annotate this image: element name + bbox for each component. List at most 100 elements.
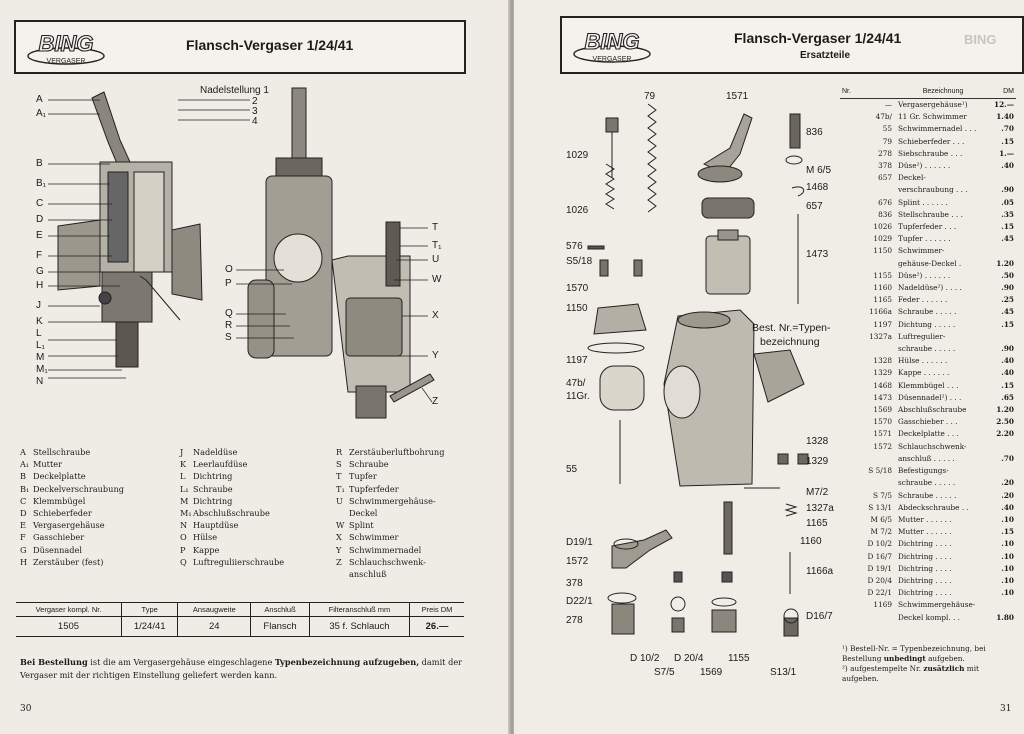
part-description: Kappe . . . . . . <box>898 368 950 378</box>
table-row: schraube . . . . ..20 <box>840 477 1016 489</box>
table-row: —Vergasergehäuse¹)12.— <box>840 99 1016 112</box>
part-label: 1468 <box>806 182 829 193</box>
part-price: .20 <box>1001 490 1014 500</box>
page-number: 31 <box>1000 704 1012 714</box>
col-header: Preis DM <box>409 602 464 617</box>
part-price: .15 <box>1001 222 1014 232</box>
part-price <box>990 331 1016 343</box>
logo-word: BING <box>39 31 94 56</box>
col-header: Filteranschluß mm <box>308 602 410 617</box>
col-header: Bezeichnung <box>896 86 990 99</box>
part-number: 1570 <box>873 417 892 427</box>
part-price: .90 <box>1001 344 1014 354</box>
part-number: 1160 <box>873 283 892 293</box>
table-row: anschluß . . . . ..70 <box>840 453 1016 465</box>
part-description: Siebschraube . . . <box>898 148 963 158</box>
part-label: 1570 <box>566 283 589 294</box>
part-description: Tupfer . . . . . . <box>898 234 951 244</box>
part-number: 55 <box>882 124 892 134</box>
spec-table: Vergaser kompl. Nr. Type Ansaugweite Ans… <box>16 602 464 637</box>
part-number: 836 <box>878 209 892 219</box>
part-label: 1166a <box>806 566 834 577</box>
cell: 1/24/41 <box>120 616 178 637</box>
part-label: D 20/4 <box>674 653 704 664</box>
callout-Q: Q <box>225 308 233 319</box>
part-price: .40 <box>1001 502 1014 512</box>
part-description: Schieberfeder . . . <box>898 136 965 146</box>
part-price <box>990 465 1016 477</box>
order-note: Bei Bestellung ist die am Vergasergehäus… <box>20 657 463 680</box>
part-description: Schraube . . . . . <box>898 490 957 500</box>
part-description: Mutter . . . . . . <box>898 527 952 537</box>
part-number: 1327a <box>869 331 892 341</box>
part-number <box>840 343 896 355</box>
part-number <box>840 184 896 196</box>
part-price: .65 <box>1001 392 1014 402</box>
part-number: 1473 <box>873 392 892 402</box>
part-price: .40 <box>1001 368 1014 378</box>
callout-X: X <box>432 310 439 321</box>
table-row: Deckel kompl. . .1.80 <box>840 612 1016 624</box>
part-price: 1.40 <box>996 112 1014 122</box>
part-label: 79 <box>644 91 656 102</box>
part-description: gehäuse-Deckel . <box>898 258 962 268</box>
col-header: DM <box>990 86 1016 99</box>
part-price: .10 <box>1001 563 1014 573</box>
part-label: D 10/2 <box>630 653 660 664</box>
part-number <box>840 477 896 489</box>
needle-position-title: Nadelstellung 1 <box>200 85 269 96</box>
part-price: 1.80 <box>996 612 1014 622</box>
callout-B1: B₁ <box>36 178 47 189</box>
bing-logo: BING VERGASER <box>27 30 105 65</box>
cell: 1505 <box>16 616 122 637</box>
part-number: 1150 <box>873 246 892 256</box>
part-description: Hülse . . . . . . <box>898 356 948 366</box>
part-number: 1571 <box>873 429 892 439</box>
logo-word: BING <box>585 29 640 54</box>
callout-R: R <box>225 320 233 331</box>
callout-O: O <box>225 264 233 275</box>
col-header: Anschluß <box>250 602 310 617</box>
part-number: 1029 <box>873 234 892 244</box>
part-number: 1026 <box>873 222 892 232</box>
needle-position-2: 2 <box>252 96 258 107</box>
part-number: 1169 <box>873 600 892 610</box>
part-description: schraube . . . . . <box>898 478 956 488</box>
part-number <box>840 258 896 270</box>
part-number: 79 <box>882 136 892 146</box>
part-number: 1329 <box>873 368 892 378</box>
table-row: 1329 Kappe . . . . . . .40 <box>840 367 1016 379</box>
part-price: .15 <box>1001 527 1014 537</box>
table-row: gehäuse-Deckel .1.20 <box>840 258 1016 270</box>
col-header: Nr. <box>840 86 896 99</box>
footnote-2: ²) aufgestempelte Nr. zusätzlich mit auf… <box>842 664 979 683</box>
bing-logo: BING VERGASER <box>573 28 651 63</box>
part-number: 676 <box>878 197 892 207</box>
part-price: .15 <box>1001 380 1014 390</box>
col-header: Ansaugweite <box>177 602 251 617</box>
part-description: Nadeldüse²) . . . . <box>898 283 962 293</box>
part-price: .25 <box>1001 295 1014 305</box>
page-subtitle: Ersatzteile <box>800 50 851 61</box>
part-label: 1197 <box>566 355 588 366</box>
right-page: BING VERGASER Flansch-Vergaser 1/24/41 E… <box>514 0 1024 734</box>
part-description: Dichtring . . . . <box>898 551 952 561</box>
